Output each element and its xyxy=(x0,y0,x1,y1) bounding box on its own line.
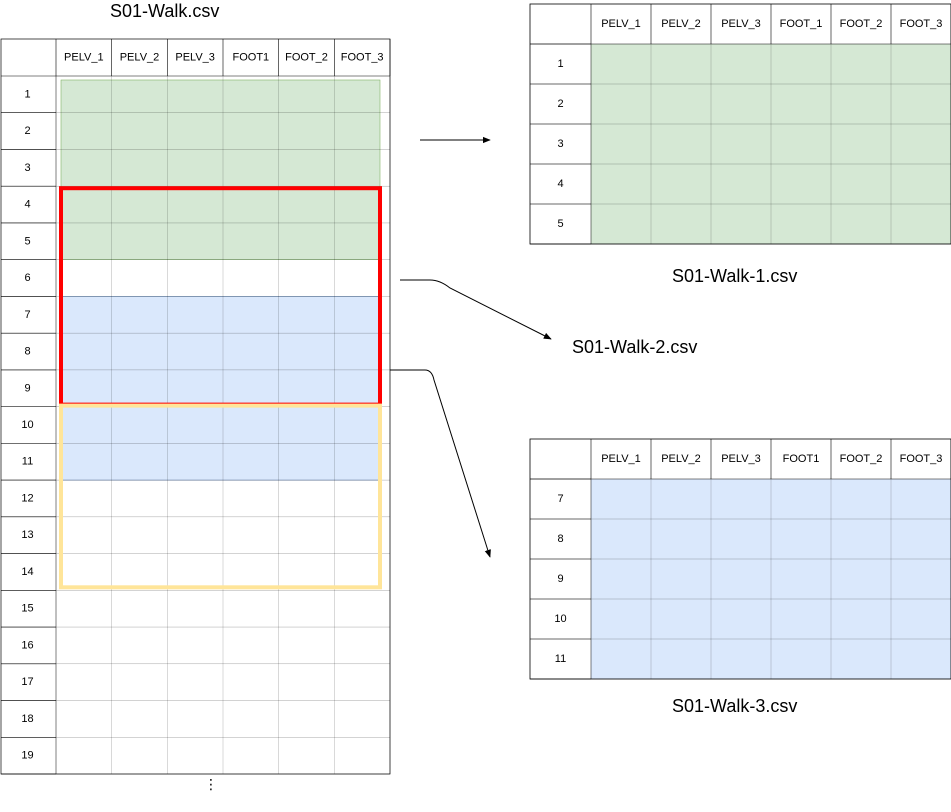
row-index: 9 xyxy=(557,573,563,585)
window-1-region xyxy=(60,79,381,260)
row-index: 18 xyxy=(21,713,33,725)
row-index: 10 xyxy=(21,419,33,431)
row-index: 16 xyxy=(21,639,33,651)
row-index: 2 xyxy=(557,98,563,110)
row-index: 3 xyxy=(557,138,563,150)
row-index: 4 xyxy=(24,199,30,211)
column-header: FOOT_3 xyxy=(341,52,384,64)
out1-data-fill xyxy=(591,44,951,244)
column-header: FOOT_2 xyxy=(840,453,883,465)
row-index: 11 xyxy=(22,456,33,468)
row-index: 2 xyxy=(24,125,30,137)
row-index: 4 xyxy=(557,178,563,190)
row-index: 17 xyxy=(21,676,33,688)
column-header: PELV_2 xyxy=(661,18,701,30)
row-index: 5 xyxy=(24,235,30,247)
row-index: 8 xyxy=(24,346,30,358)
row-index: 7 xyxy=(557,493,563,505)
window-3-region xyxy=(60,296,381,481)
row-index: 8 xyxy=(557,533,563,545)
row-index: 1 xyxy=(24,88,30,100)
row-index: 11 xyxy=(555,653,566,665)
column-header: PELV_2 xyxy=(661,453,701,465)
row-index: 3 xyxy=(24,162,30,174)
row-index: 13 xyxy=(21,529,33,541)
out3-data-fill xyxy=(591,479,951,679)
row-index: 7 xyxy=(24,309,30,321)
row-index: 19 xyxy=(21,750,33,762)
column-header: PELV_3 xyxy=(721,18,761,30)
column-header: FOOT1 xyxy=(232,52,269,64)
continuation-ellipsis: ⋮ xyxy=(204,776,218,792)
column-header: PELV_3 xyxy=(175,52,215,64)
column-header: PELV_3 xyxy=(721,453,761,465)
row-index: 5 xyxy=(557,218,563,230)
output-file-1-title: S01-Walk-1.csv xyxy=(672,266,798,286)
arrow-to-output-3 xyxy=(390,369,491,558)
output-table-3: PELV_1 PELV_2 PELV_3 FOOT1 FOOT_2 FOOT_3 7 8 9 10… xyxy=(529,438,951,680)
column-header: FOOT_3 xyxy=(900,453,943,465)
column-header: PELV_1 xyxy=(64,52,104,64)
output-table-1: PELV_1 PELV_2 PELV_3 FOOT_1 FOOT_2 FOOT_3 1 2 3 4… xyxy=(529,3,951,245)
column-header: PELV_1 xyxy=(601,18,641,30)
row-index: 10 xyxy=(554,613,566,625)
column-header: FOOT_1 xyxy=(780,18,823,30)
output-file-2-title: S01-Walk-2.csv xyxy=(572,337,698,357)
row-index: 15 xyxy=(21,603,33,615)
row-index: 9 xyxy=(24,382,30,394)
column-header: FOOT_3 xyxy=(900,18,943,30)
column-header: PELV_2 xyxy=(120,52,160,64)
column-header: FOOT_2 xyxy=(285,52,328,64)
window-4-outline xyxy=(59,403,382,590)
arrow-to-output-2 xyxy=(400,279,552,340)
row-index: 12 xyxy=(21,492,33,504)
column-header: FOOT_2 xyxy=(840,18,883,30)
column-header: FOOT1 xyxy=(783,453,820,465)
row-index: 14 xyxy=(21,566,33,578)
column-header: PELV_1 xyxy=(601,453,641,465)
source-file-title: S01-Walk.csv xyxy=(110,1,220,21)
output-file-3-title: S01-Walk-3.csv xyxy=(672,696,798,716)
row-index: 1 xyxy=(557,58,563,70)
row-index: 6 xyxy=(24,272,30,284)
